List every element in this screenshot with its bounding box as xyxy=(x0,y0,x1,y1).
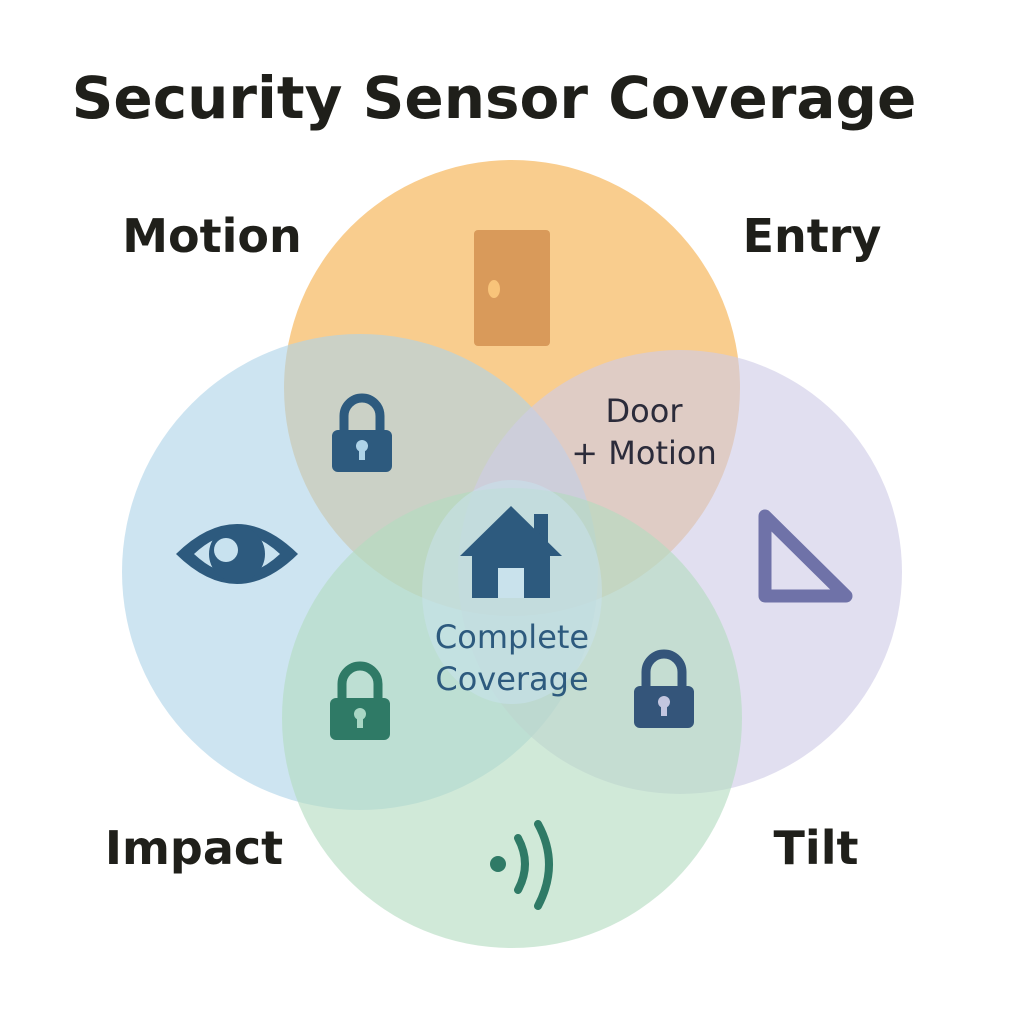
padlock-icon xyxy=(332,393,392,472)
label-entry: Entry xyxy=(743,209,882,263)
door-icon xyxy=(474,230,550,346)
center-label-line1: Complete xyxy=(435,618,589,656)
vibration-icon xyxy=(490,820,553,910)
house-icon xyxy=(460,506,562,598)
padlock-icon xyxy=(330,661,390,740)
label-motion: Motion xyxy=(122,209,302,263)
impact-circle xyxy=(282,488,742,948)
label-tilt: Tilt xyxy=(774,821,859,875)
label-impact: Impact xyxy=(105,821,283,875)
overlap-label-line1: Door xyxy=(606,392,684,430)
overlap-label-line2: + Motion xyxy=(571,434,716,472)
padlock-icon xyxy=(634,649,694,728)
triangle-icon xyxy=(758,509,853,603)
center-label-line2: Coverage xyxy=(435,660,588,698)
eye-icon xyxy=(176,524,298,584)
diagram-title: Security Sensor Coverage xyxy=(72,64,917,132)
